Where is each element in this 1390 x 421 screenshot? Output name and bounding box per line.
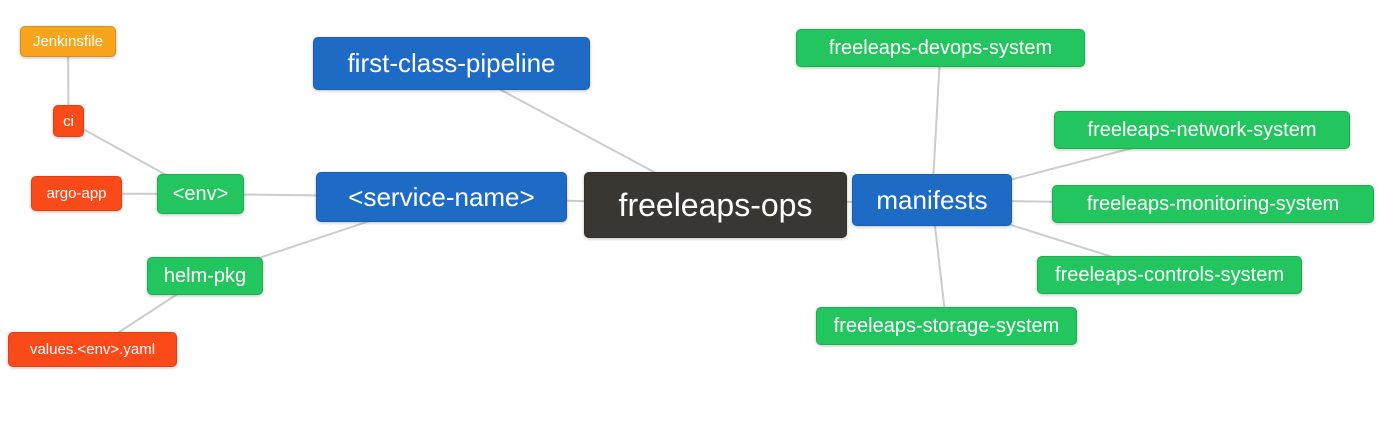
node-freeleaps-ops[interactable]: freeleaps-ops: [584, 172, 847, 238]
node-values-env-yaml[interactable]: values.<env>.yaml: [8, 332, 177, 367]
node-jenkinsfile[interactable]: Jenkinsfile: [20, 26, 116, 57]
node-helm-pkg[interactable]: helm-pkg: [147, 257, 263, 295]
node-service-name[interactable]: <service-name>: [316, 172, 567, 222]
node-freeleaps-network-system[interactable]: freeleaps-network-system: [1054, 111, 1350, 149]
node-env[interactable]: <env>: [157, 174, 244, 214]
node-freeleaps-controls-system[interactable]: freeleaps-controls-system: [1037, 256, 1302, 294]
node-argo-app[interactable]: argo-app: [31, 176, 122, 211]
node-manifests[interactable]: manifests: [852, 174, 1012, 226]
node-first-class-pipeline[interactable]: first-class-pipeline: [313, 37, 590, 90]
node-freeleaps-storage-system[interactable]: freeleaps-storage-system: [816, 307, 1077, 345]
node-ci[interactable]: ci: [53, 105, 84, 137]
node-freeleaps-devops-system[interactable]: freeleaps-devops-system: [796, 29, 1085, 67]
node-freeleaps-monitoring-system[interactable]: freeleaps-monitoring-system: [1052, 185, 1374, 223]
